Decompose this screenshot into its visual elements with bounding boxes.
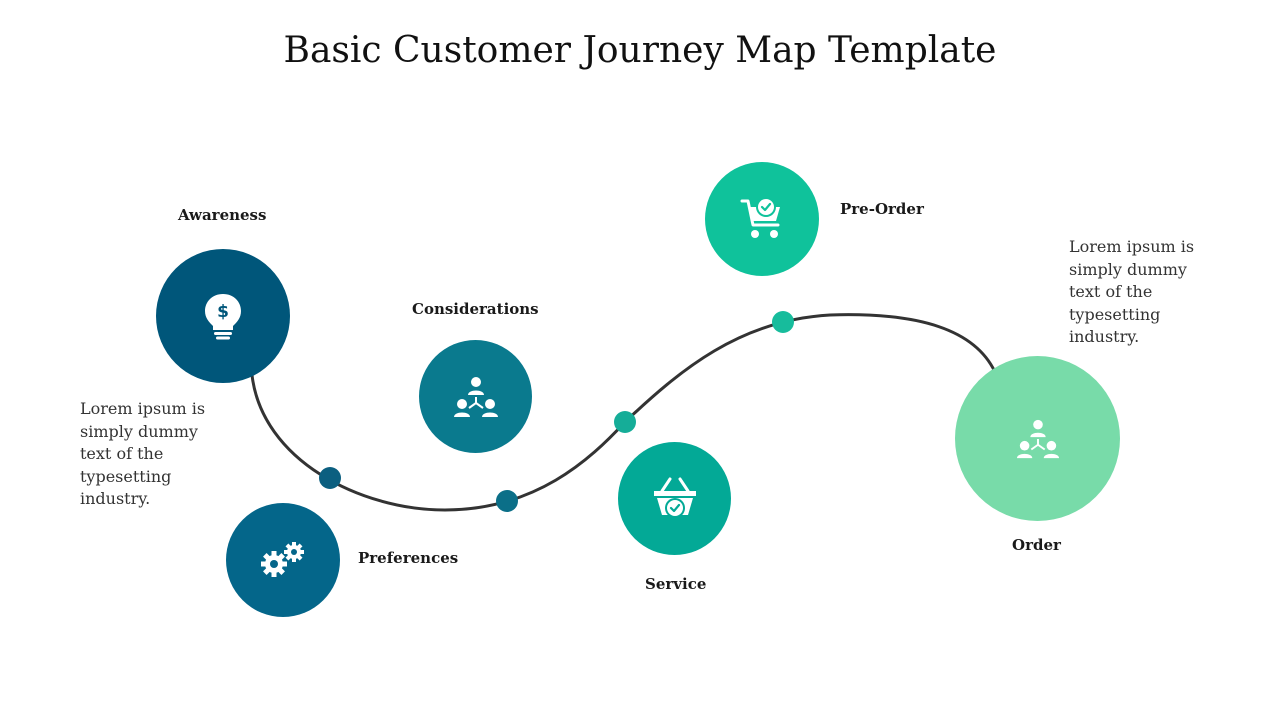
- description-right: Lorem ipsum is simply dummy text of the …: [1069, 237, 1195, 346]
- path-dot-2: [496, 490, 518, 512]
- path-dot-3: [614, 411, 636, 433]
- svg-text:$: $: [217, 302, 229, 322]
- stage-label-service: Service: [645, 575, 707, 593]
- stage-label-preferences: Preferences: [358, 549, 459, 567]
- path-dot-4: [772, 311, 794, 333]
- stage-label-considerations: Considerations: [412, 300, 539, 318]
- stage-circle-preferences: [226, 503, 340, 617]
- lightbulb-dollar-icon: $: [205, 294, 241, 340]
- page-title: Basic Customer Journey Map Template: [283, 30, 997, 71]
- stage-circle-considerations: [419, 340, 532, 453]
- stage-label-awareness: Awareness: [178, 206, 267, 224]
- stage-label-order: Order: [1012, 536, 1061, 554]
- stage-circle-service: [618, 442, 731, 555]
- description-left: Lorem ipsum is simply dummy text of the …: [80, 399, 206, 508]
- path-dot-1: [319, 467, 341, 489]
- stage-circle-awareness: $: [156, 249, 290, 383]
- cart-check-icon: [740, 197, 780, 238]
- team-hierarchy-icon: [1016, 419, 1059, 458]
- stage-label-pre-order: Pre-Order: [840, 200, 924, 218]
- team-hierarchy-icon: [453, 376, 498, 417]
- basket-check-icon: [653, 477, 696, 518]
- stage-circle-pre-order: [705, 162, 819, 276]
- gears-icon: [261, 542, 304, 577]
- stage-circle-order: [955, 356, 1120, 521]
